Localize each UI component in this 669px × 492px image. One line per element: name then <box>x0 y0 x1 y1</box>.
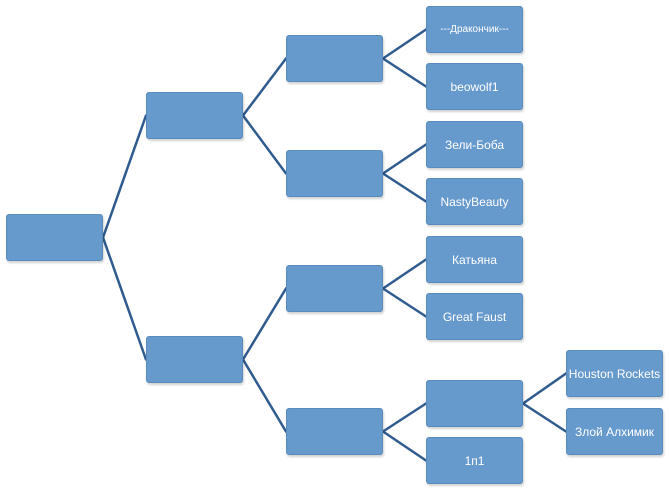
node-level2-1 <box>286 35 383 82</box>
node-level3-2: beowolf1 <box>426 63 523 110</box>
node-level3-3: Зели-Боба <box>426 121 523 168</box>
connector-node-level3-7-node-level4-2 <box>521 402 568 433</box>
connector-node-level2-4-node-level3-8 <box>381 430 428 462</box>
connector-node-level1-1-node-level2-2 <box>241 114 288 175</box>
node-level4-2: Злой Алхимик <box>566 408 663 455</box>
connector-node-level2-2-node-level3-3 <box>381 143 428 175</box>
connector-node-level2-3-node-level3-6 <box>381 287 428 318</box>
node-level3-1: ---Дракончик--- <box>426 6 523 53</box>
connector-node-level2-1-node-level3-2 <box>381 57 428 88</box>
connector-node-level2-1-node-level3-1 <box>381 28 428 60</box>
connector-node-root-node-level1-1 <box>101 114 148 239</box>
node-level3-5: Катьяна <box>426 236 523 283</box>
node-level3-6: Great Faust <box>426 293 523 340</box>
node-level2-4 <box>286 408 383 455</box>
node-root <box>6 214 103 261</box>
node-level1-1 <box>146 92 243 139</box>
node-level1-2 <box>146 336 243 383</box>
connector-node-level1-2-node-level2-3 <box>241 287 288 361</box>
connector-node-level2-3-node-level3-5 <box>381 258 428 290</box>
connector-node-level1-2-node-level2-4 <box>241 358 288 433</box>
node-level2-3 <box>286 265 383 312</box>
connector-node-level1-1-node-level2-1 <box>241 57 288 117</box>
node-level4-1: Houston Rockets <box>566 350 663 397</box>
node-level3-8: 1п1 <box>426 437 523 484</box>
connector-node-root-node-level1-2 <box>101 236 148 361</box>
node-level3-4: NastyBeauty <box>426 178 523 225</box>
node-level2-2 <box>286 150 383 197</box>
connector-node-level2-2-node-level3-4 <box>381 172 428 203</box>
node-level3-7 <box>426 380 523 427</box>
connector-node-level3-7-node-level4-1 <box>521 372 568 405</box>
connector-node-level2-4-node-level3-7 <box>381 402 428 433</box>
